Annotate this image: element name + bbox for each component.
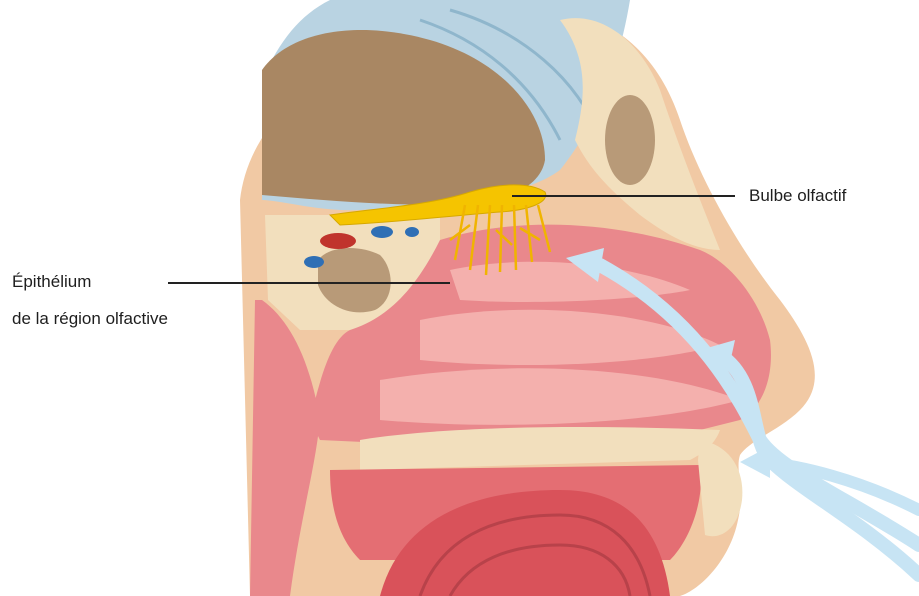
vessel-blue-3 [405, 227, 419, 237]
vessel-blue-1 [371, 226, 393, 238]
label-olfactory-bulb: Bulbe olfactif [749, 185, 846, 207]
frontal-sinus [605, 95, 655, 185]
label-olfactory-epithelium-line1: Épithélium [12, 271, 91, 293]
vessel-red [320, 233, 356, 249]
vessel-blue-2 [304, 256, 324, 268]
label-olfactory-epithelium-line2: de la région olfactive [12, 308, 168, 330]
